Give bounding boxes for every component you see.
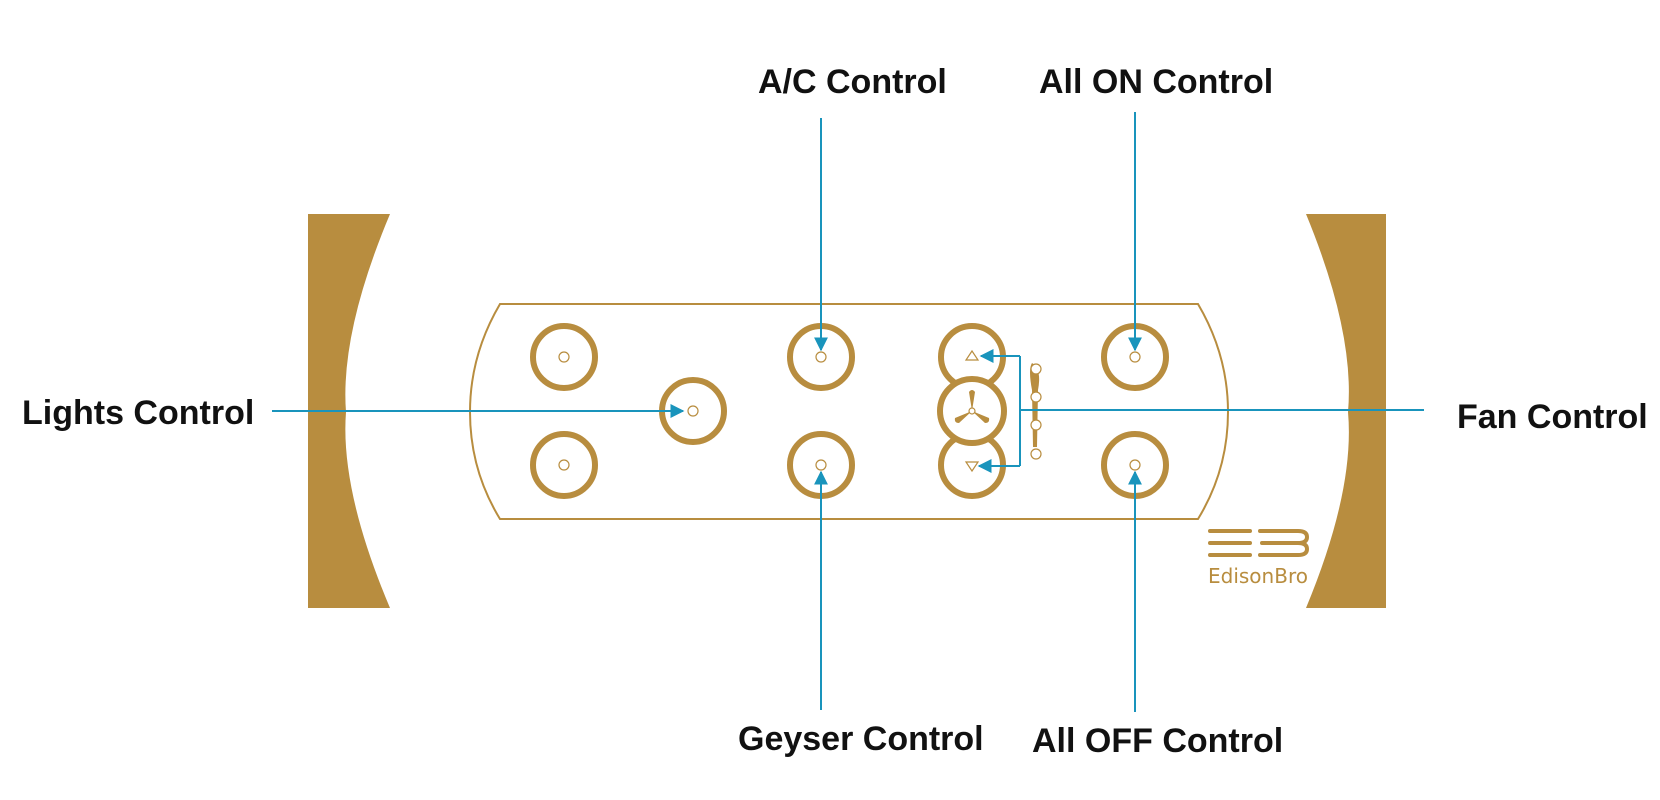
triangle-up-icon xyxy=(964,349,980,361)
logo-text: EdisonBro xyxy=(1208,564,1308,588)
all-off-control-label: All OFF Control xyxy=(1032,722,1283,760)
eb-monogram-icon xyxy=(1208,529,1310,557)
slider-stop-1[interactable] xyxy=(1030,363,1042,375)
leader-lines xyxy=(272,112,1424,712)
ac-control-label: A/C Control xyxy=(758,63,947,101)
all-on-control-label: All ON Control xyxy=(1039,63,1273,101)
right-bracket xyxy=(1306,214,1386,608)
fan-speed-slider[interactable] xyxy=(1030,363,1042,460)
lights-button-1[interactable] xyxy=(530,323,598,391)
switch-panel-outline xyxy=(468,303,1230,520)
slider-stop-2[interactable] xyxy=(1030,391,1042,403)
geyser-control-label: Geyser Control xyxy=(738,720,984,758)
fan-icon xyxy=(954,390,990,423)
slider-stop-3[interactable] xyxy=(1030,419,1042,431)
slider-stop-4[interactable] xyxy=(1030,448,1042,460)
left-bracket xyxy=(308,214,390,608)
edisonbro-logo: EdisonBro xyxy=(1208,529,1310,588)
lights-button-2[interactable] xyxy=(530,431,598,499)
fan-button[interactable] xyxy=(937,376,1007,446)
fan-control-label: Fan Control xyxy=(1457,398,1648,436)
triangle-down-icon xyxy=(964,461,980,473)
lights-control-label: Lights Control xyxy=(22,394,254,432)
all-off-button[interactable] xyxy=(1101,431,1169,499)
